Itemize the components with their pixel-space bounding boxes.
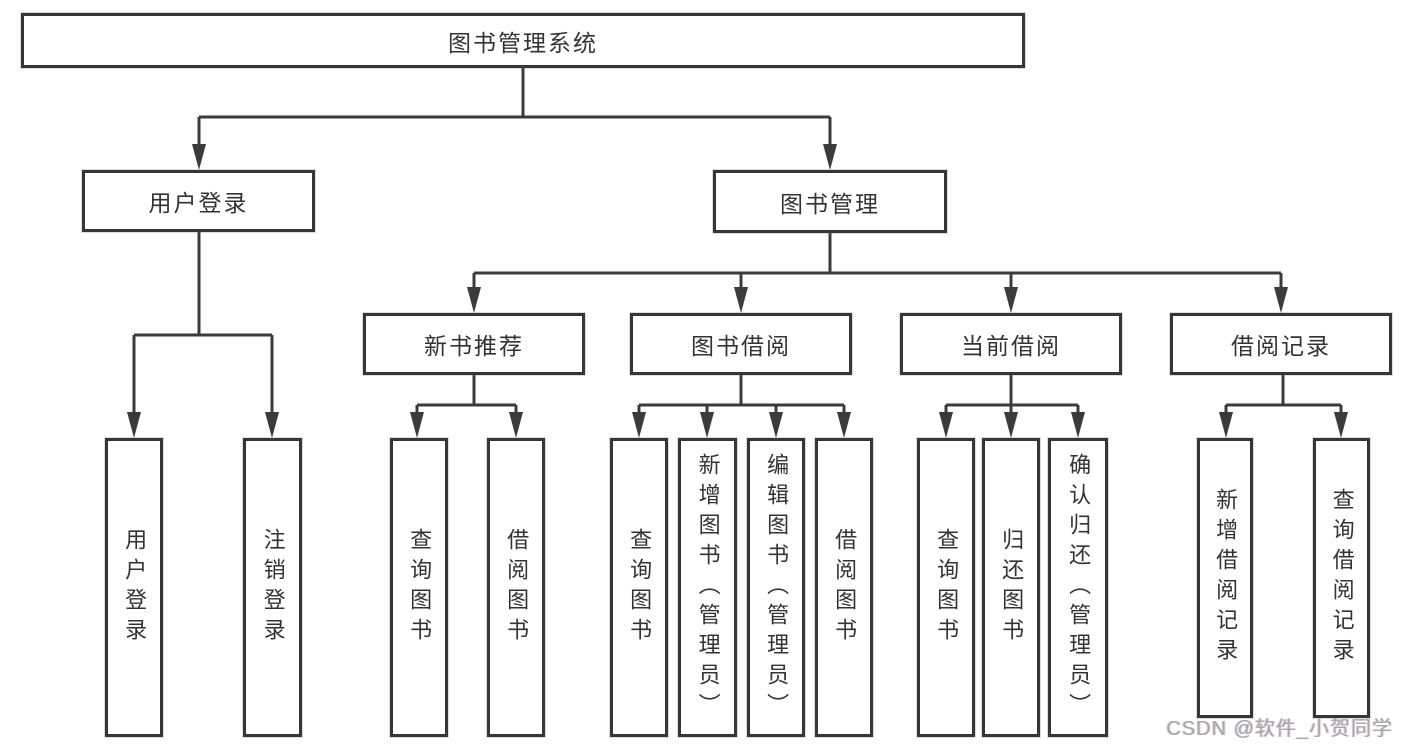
leaf-borrow-books-2-label: 借阅图书 <box>832 527 858 648</box>
leaf-query-borrow-record: 查询借阅记录 <box>1313 438 1370 718</box>
node-current-borrowing-label: 当前借阅 <box>961 333 1061 359</box>
leaf-add-books-admin-label: 新增图书（管理员） <box>695 452 721 723</box>
node-borrowing-records: 借阅记录 <box>1170 313 1392 375</box>
node-book-management: 图书管理 <box>713 170 947 233</box>
leaf-confirm-return-admin: 确认归还（管理员） <box>1048 438 1108 737</box>
node-book-management-label: 图书管理 <box>780 190 880 217</box>
leaf-borrow-books-1-label: 借阅图书 <box>504 527 530 648</box>
leaf-query-books-1-label: 查询图书 <box>407 527 433 648</box>
node-new-book-recommendation-label: 新书推荐 <box>424 333 524 359</box>
leaf-query-books-3: 查询图书 <box>917 438 975 737</box>
connector-root-to-level2 <box>192 68 837 170</box>
leaf-add-books-admin: 新增图书（管理员） <box>678 438 737 737</box>
node-root: 图书管理系统 <box>21 13 1025 68</box>
leaf-edit-books-admin-label: 编辑图书（管理员） <box>764 452 790 723</box>
node-borrowing-records-label: 借阅记录 <box>1231 333 1331 359</box>
connector-newbookrec-to-leaves <box>410 375 523 438</box>
node-book-borrowing: 图书借阅 <box>630 313 852 375</box>
leaf-query-books-2-label: 查询图书 <box>627 527 653 648</box>
connector-currentborrow-to-leaves <box>939 375 1085 438</box>
leaf-return-books-label: 归还图书 <box>999 527 1025 648</box>
connector-bookborrow-to-leaves <box>632 375 851 438</box>
leaf-query-books-1: 查询图书 <box>390 438 448 737</box>
node-book-borrowing-label: 图书借阅 <box>691 333 791 359</box>
leaf-query-books-3-label: 查询图书 <box>934 527 960 648</box>
leaf-user-login-label: 用户登录 <box>122 527 148 648</box>
leaf-borrow-books-2: 借阅图书 <box>815 438 873 737</box>
leaf-return-books: 归还图书 <box>982 438 1040 737</box>
node-new-book-recommendation: 新书推荐 <box>363 313 585 375</box>
node-user-login-label: 用户登录 <box>148 190 249 216</box>
csdn-watermark: CSDN @软件_小贺同学 <box>1166 718 1393 740</box>
node-root-label: 图书管理系统 <box>448 29 598 56</box>
node-current-borrowing: 当前借阅 <box>900 313 1122 375</box>
leaf-logout-label: 注销登录 <box>260 527 286 648</box>
connector-borrowrecords-to-leaves <box>1219 375 1348 438</box>
leaf-query-books-2: 查询图书 <box>610 438 668 737</box>
node-user-login: 用户登录 <box>82 170 315 232</box>
leaf-add-borrow-record: 新增借阅记录 <box>1197 438 1253 718</box>
leaf-add-borrow-record-label: 新增借阅记录 <box>1213 488 1239 668</box>
connector-userlogin-to-leaves <box>127 232 279 438</box>
connector-bookmgmt-to-level3 <box>467 233 1288 313</box>
leaf-borrow-books-1: 借阅图书 <box>487 438 545 737</box>
leaf-logout: 注销登录 <box>243 438 302 737</box>
leaf-query-borrow-record-label: 查询借阅记录 <box>1329 488 1355 668</box>
leaf-user-login: 用户登录 <box>105 438 163 737</box>
leaf-edit-books-admin: 编辑图书（管理员） <box>747 438 805 737</box>
leaf-confirm-return-admin-label: 确认归还（管理员） <box>1066 452 1092 723</box>
